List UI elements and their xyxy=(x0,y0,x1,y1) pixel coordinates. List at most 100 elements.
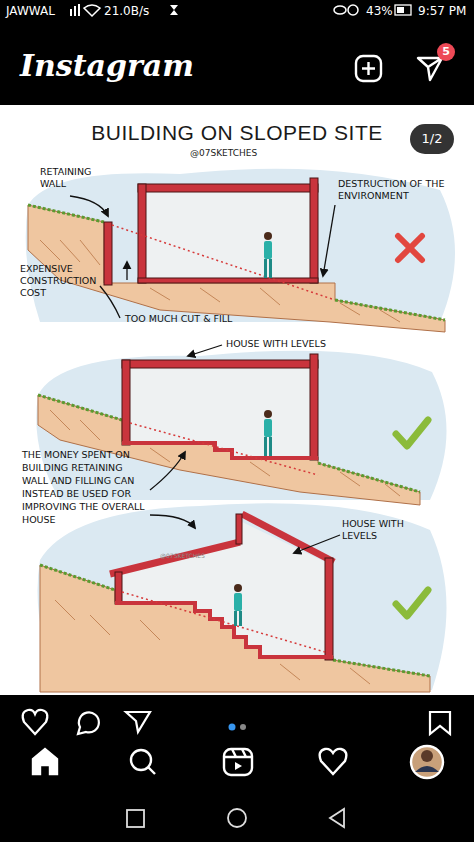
nav-bar xyxy=(235,762,242,770)
nav-bar xyxy=(33,749,57,774)
diagram-sketch xyxy=(398,236,422,260)
nav-bar xyxy=(224,749,252,757)
header-icons xyxy=(356,56,381,81)
nav-bar xyxy=(320,749,347,774)
app-logo: Instagram xyxy=(20,48,194,84)
post-actions xyxy=(23,710,450,734)
watermark: @07SKETCHES xyxy=(160,552,205,559)
diagram-sketch xyxy=(26,169,455,692)
status-icons xyxy=(70,9,72,16)
post-actions xyxy=(430,712,450,734)
diagram-sketch xyxy=(122,592,325,652)
header-icons xyxy=(418,58,442,80)
diagram-sketch xyxy=(242,514,334,562)
diagram-title: BUILDING ON SLOPED SITE xyxy=(0,120,474,145)
nav-bar xyxy=(148,767,155,774)
post-actions xyxy=(240,724,246,730)
status-icons xyxy=(78,4,80,16)
person xyxy=(234,611,237,626)
header-icons xyxy=(362,62,375,75)
leader-line xyxy=(100,286,120,318)
diagram-sketch xyxy=(122,360,318,368)
system-nav xyxy=(127,809,344,827)
post-actions xyxy=(23,710,48,734)
diagram-sketch xyxy=(396,420,428,446)
diagram-sketch xyxy=(310,178,318,283)
nav-bar xyxy=(421,750,433,762)
person xyxy=(269,259,272,278)
post-actions xyxy=(229,724,236,731)
diagram-sketch xyxy=(112,225,335,300)
person xyxy=(234,593,242,611)
leader-line xyxy=(188,345,222,356)
page-indicator: 1/2 xyxy=(410,131,454,147)
status-icons xyxy=(348,5,358,15)
diagram-sketch xyxy=(138,184,146,283)
leader-line xyxy=(70,196,108,216)
diagram-sketch xyxy=(110,542,240,574)
diagram-sketch xyxy=(104,222,112,285)
battery-level: 43% xyxy=(366,4,393,18)
leader-line xyxy=(150,452,185,490)
diagram-sketch xyxy=(396,590,428,616)
leader-line xyxy=(294,535,340,553)
system-nav xyxy=(127,810,144,827)
leader-line xyxy=(70,196,340,553)
app-chrome xyxy=(0,695,474,842)
header-icons xyxy=(437,43,455,61)
status-icons xyxy=(74,6,76,16)
person xyxy=(264,410,272,418)
diagram-sketch xyxy=(115,572,122,604)
nav-bar xyxy=(411,746,443,778)
page-pill xyxy=(410,124,454,154)
network-speed: 21.0B/s xyxy=(104,4,149,18)
person xyxy=(269,437,272,456)
callout-note: HOUSE WITH LEVELS xyxy=(226,338,326,349)
nav-bar xyxy=(33,746,443,778)
person xyxy=(234,584,242,626)
status-icons xyxy=(395,5,411,15)
app-chrome xyxy=(0,0,474,105)
leader-line xyxy=(126,262,127,280)
post-actions xyxy=(78,712,99,734)
diagram-sketch xyxy=(122,443,318,458)
status-icons xyxy=(397,7,404,13)
author-handle: @07SKETCHES xyxy=(190,148,257,159)
callout-note: RETAINING WALL xyxy=(40,166,112,190)
status-icons xyxy=(170,5,178,15)
callout-note: HOUSE WITH LEVELS xyxy=(342,518,412,542)
diagram-sketch xyxy=(325,558,333,660)
header-icons xyxy=(356,43,455,81)
diagram-sketch xyxy=(122,360,130,445)
person xyxy=(234,584,242,592)
person xyxy=(264,437,267,456)
person xyxy=(264,241,272,259)
person xyxy=(264,232,272,240)
diagram-sketch xyxy=(146,192,310,278)
nav-bar xyxy=(224,749,252,775)
post-actions xyxy=(126,712,150,732)
callout-note: DESTRUCTION OF THE ENVIRONMENT xyxy=(338,178,456,202)
system-nav xyxy=(330,809,344,827)
carrier-name: JAWWAL xyxy=(6,4,55,18)
nav-bar xyxy=(415,766,439,772)
callout-note: TOO MUCH CUT & FILL xyxy=(125,313,232,324)
diagram-sketch xyxy=(130,423,318,475)
person xyxy=(239,611,242,626)
callout-note: EXPENSIVE CONSTRUCTION COST xyxy=(20,263,104,299)
app-chrome xyxy=(0,105,474,695)
leader-line xyxy=(323,205,335,276)
diagram-sketch xyxy=(138,184,318,192)
leader-line xyxy=(150,515,195,528)
status-icons xyxy=(84,5,100,16)
status-icons xyxy=(334,6,346,14)
person xyxy=(264,259,267,278)
person xyxy=(264,232,272,278)
diagram-sketch xyxy=(310,354,318,460)
person xyxy=(264,419,272,437)
diagram-sketch xyxy=(115,603,333,657)
system-nav xyxy=(228,809,246,827)
person xyxy=(264,410,272,456)
clock: 9:57 PM xyxy=(418,4,466,18)
